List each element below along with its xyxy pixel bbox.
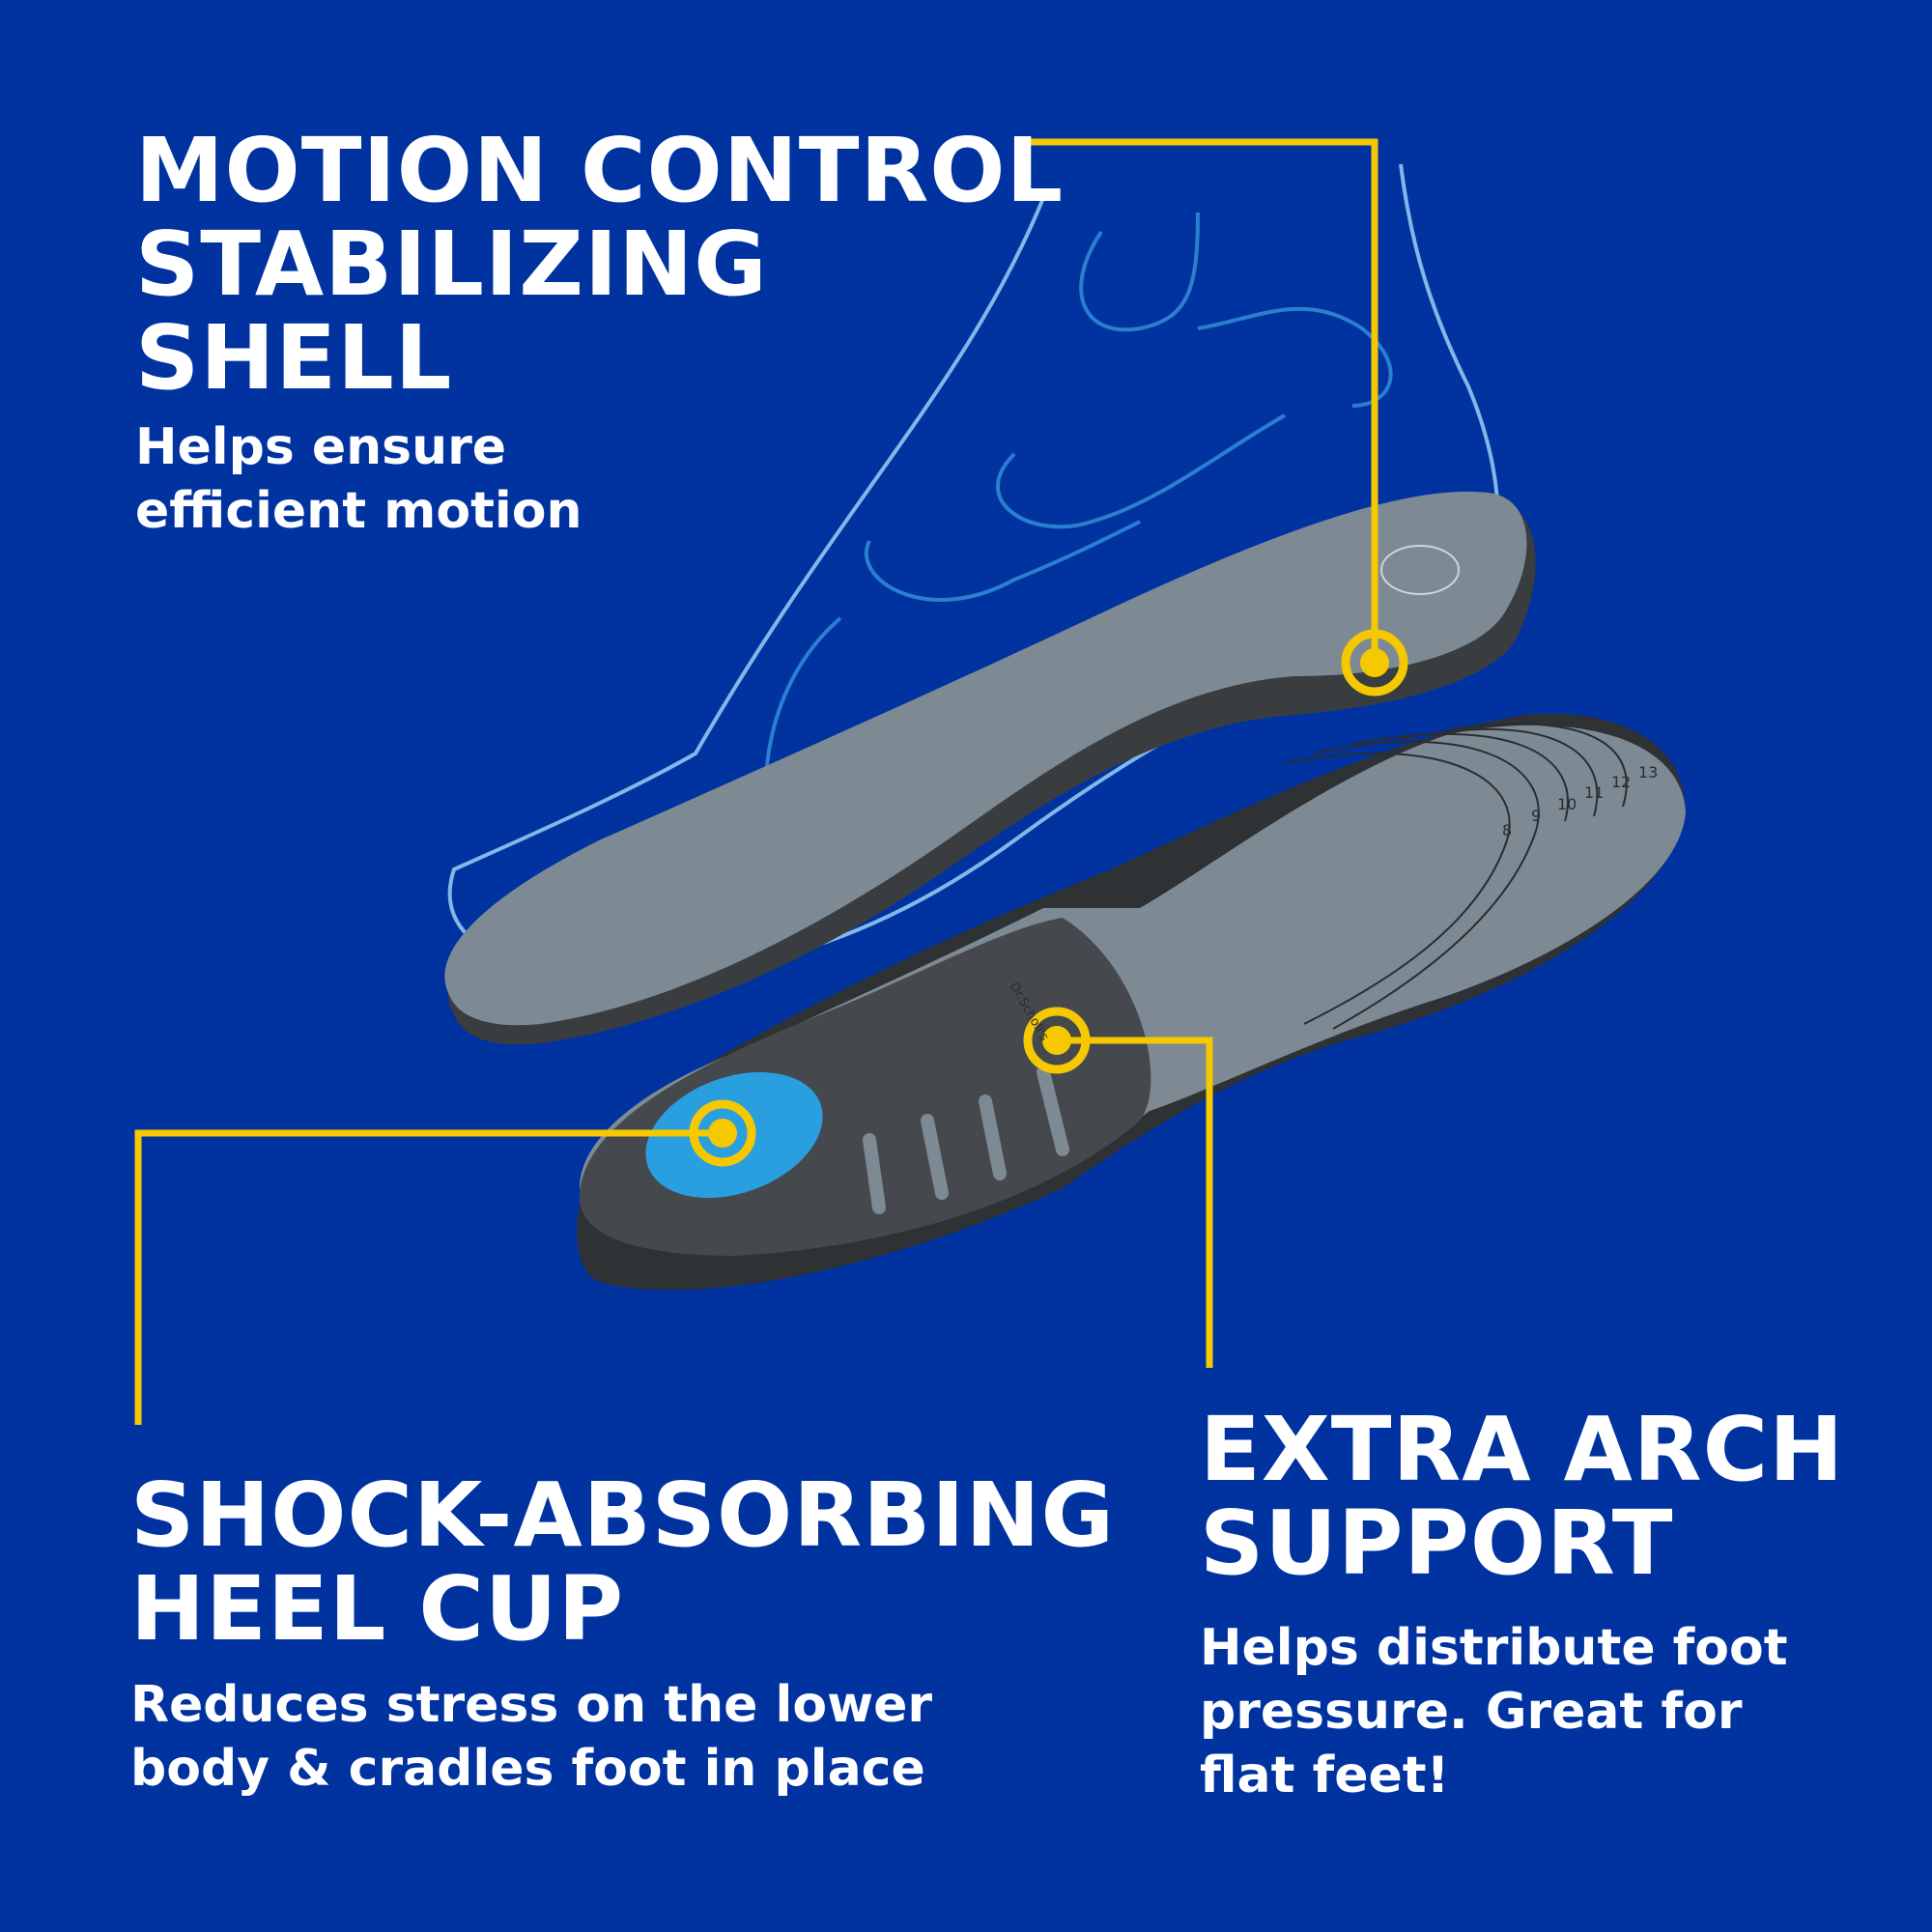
title-line: SUPPORT: [1200, 1492, 1674, 1595]
svg-text:13: 13: [1638, 763, 1658, 781]
callout-marker-shell: [1341, 629, 1408, 696]
svg-text:9: 9: [1531, 807, 1541, 825]
title-line: SHELL: [135, 306, 453, 410]
title-line: SHOCK-ABSORBING: [130, 1463, 1115, 1567]
desc-line: pressure. Great for: [1200, 1683, 1743, 1741]
title-line: HEEL CUP: [130, 1557, 624, 1661]
desc-line: flat feet!: [1200, 1747, 1450, 1804]
svg-text:8: 8: [1502, 821, 1512, 839]
desc-line: Reduces stress on the lower: [130, 1676, 933, 1734]
desc-line: body & cradles foot in place: [130, 1740, 925, 1798]
feature-desc-arch-support: Helps distribute foot pressure. Great fo…: [1200, 1616, 1788, 1807]
feature-desc-heel-cup: Reduces stress on the lower body & cradl…: [130, 1673, 932, 1801]
desc-line: Helps distribute foot: [1200, 1619, 1788, 1677]
callout-marker-arch: [1023, 1007, 1091, 1074]
desc-line: Helps ensure: [135, 418, 507, 476]
callout-marker-heel: [689, 1099, 756, 1167]
callout-lines: [134, 138, 1378, 1425]
brand-logo-oval: [1380, 545, 1460, 595]
desc-line: efficient motion: [135, 482, 582, 540]
title-line: EXTRA ARCH: [1200, 1398, 1845, 1501]
feature-title-motion-control: MOTION CONTROL STABILIZING SHELL: [135, 124, 1064, 405]
feature-title-heel-cup: SHOCK-ABSORBING HEEL CUP: [130, 1468, 1115, 1656]
svg-text:12: 12: [1611, 773, 1631, 791]
svg-text:10: 10: [1557, 795, 1577, 813]
title-line: MOTION CONTROL: [135, 119, 1065, 222]
feature-desc-motion-control: Helps ensure efficient motion: [135, 415, 582, 543]
upper-insole: [444, 491, 1536, 1045]
svg-text:11: 11: [1584, 783, 1604, 802]
feature-title-arch-support: EXTRA ARCH SUPPORT: [1200, 1403, 1844, 1590]
title-line: STABILIZING: [135, 213, 768, 316]
